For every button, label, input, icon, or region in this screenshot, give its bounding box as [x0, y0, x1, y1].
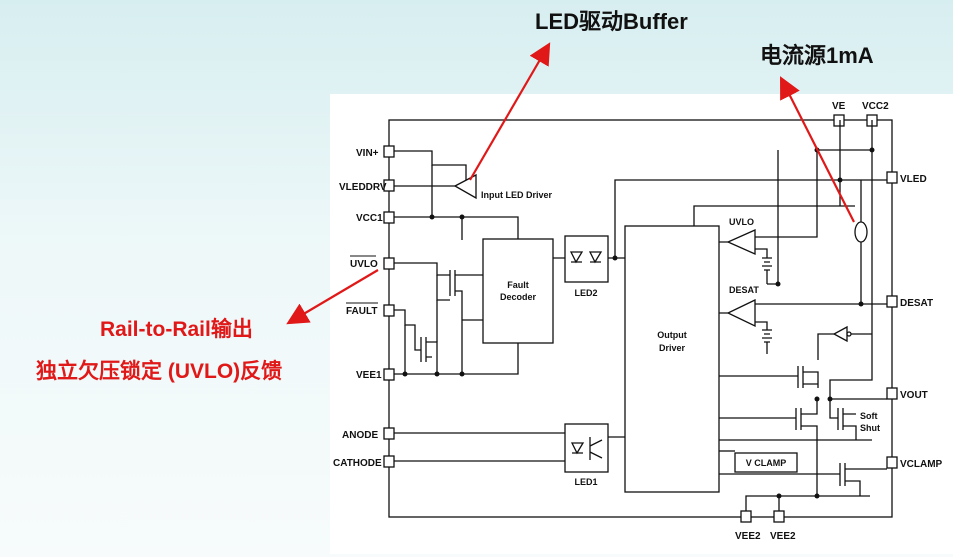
pin-cathode [383, 455, 395, 468]
pin-desat [886, 295, 898, 308]
pin-vclamp [886, 456, 898, 469]
led2-block [564, 235, 609, 283]
led-buffer-annotation: LED驱动Buffer [535, 9, 688, 34]
label-shut: Shut [860, 423, 880, 433]
label-cathode: CATHODE [333, 458, 382, 469]
label-led1: LED1 [574, 477, 597, 487]
vcc1-wire [394, 216, 519, 239]
ic-outline [388, 119, 893, 518]
label-fault: FAULT [346, 306, 377, 317]
rail-to-rail-arrow [286, 269, 379, 325]
label-desat-comp: DESAT [729, 285, 759, 295]
label-vcc2: VCC2 [862, 101, 889, 112]
current-source [854, 221, 868, 243]
label-vclamp-box: V CLAMP [746, 458, 787, 468]
label-output-driver-1: Output [657, 330, 687, 340]
led1-block [564, 423, 609, 473]
label-vee2-a: VEE2 [735, 531, 761, 542]
vled-wire [614, 179, 887, 258]
input-led-driver-buffer [453, 173, 477, 200]
vclamp-block [734, 452, 798, 473]
pin-vled [886, 171, 898, 184]
label-vclamp: VCLAMP [900, 459, 943, 470]
pin-vee1 [383, 368, 395, 381]
output-driver-block [624, 225, 720, 493]
uvlo-comparator [726, 228, 756, 256]
pin-fault [383, 304, 395, 317]
label-vled: VLED [900, 174, 927, 185]
label-vleddrv: VLEDDRV [339, 182, 387, 193]
uvlo-feedback-annotation: 独立欠压锁定 (UVLO)反馈 [36, 360, 283, 383]
fault-decoder-block [482, 238, 554, 344]
label-uvlo: UVLO [350, 259, 378, 270]
label-vcc1: VCC1 [356, 213, 383, 224]
label-fault-decoder-1: Fault [507, 280, 529, 290]
pin-vee2-a [740, 510, 752, 523]
pin-anode [383, 427, 395, 440]
pin-vcc1 [383, 211, 395, 224]
label-vee1: VEE1 [356, 370, 382, 381]
label-uvlo-comp: UVLO [729, 217, 754, 227]
label-ve: VE [832, 101, 846, 112]
label-vee2-b: VEE2 [770, 531, 796, 542]
current-source-arrow [780, 76, 855, 223]
current-source-annotation: 电流源1mA [760, 43, 874, 68]
led-buffer-arrow [469, 42, 551, 181]
pin-vout [886, 387, 898, 400]
label-output-driver-2: Driver [659, 343, 686, 353]
label-fault-decoder-2: Decoder [500, 292, 537, 302]
rail-to-rail-annotation: Rail-to-Rail输出 [100, 318, 253, 341]
label-soft: Soft [860, 411, 878, 421]
desat-comparator [726, 298, 756, 328]
fault-wire [394, 309, 438, 374]
label-input-led-driver: Input LED Driver [481, 190, 553, 200]
pin-ve [833, 114, 845, 127]
label-vin-plus: VIN+ [356, 148, 379, 159]
pin-uvlo [383, 257, 395, 270]
pin-vee2-b [773, 510, 785, 523]
pin-vin-plus [383, 145, 395, 158]
uvlo-wire [394, 262, 450, 276]
label-anode: ANODE [342, 430, 378, 441]
label-vout: VOUT [900, 390, 928, 401]
label-led2: LED2 [574, 288, 597, 298]
label-desat: DESAT [900, 298, 933, 309]
